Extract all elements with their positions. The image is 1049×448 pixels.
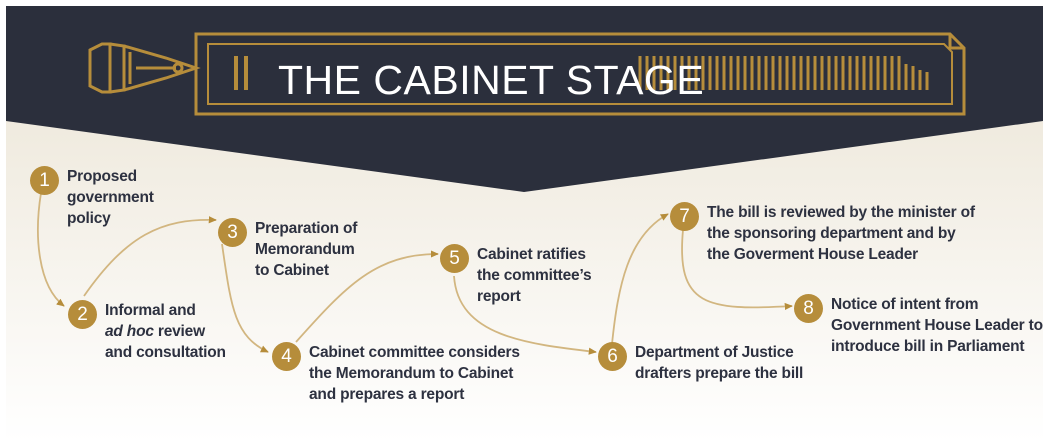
step-number-badge: 6 (598, 342, 627, 371)
step-5: 5 Cabinet ratifies the committee’s repor… (440, 244, 592, 307)
step-number-badge: 3 (218, 218, 247, 247)
step-number-badge: 4 (272, 342, 301, 371)
arrow-3-to-4 (221, 243, 269, 353)
step-number-badge: 5 (440, 244, 469, 273)
step-6: 6 Department of Justice drafters prepare… (598, 342, 803, 384)
step-label: The bill is reviewed by the minister of … (707, 204, 975, 263)
step-label: Cabinet committee considers the Memorand… (309, 344, 520, 403)
step-label: Proposed government policy (67, 168, 154, 227)
step-label: Department of Justice drafters prepare t… (635, 344, 804, 382)
arrow-1-to-2 (37, 192, 65, 307)
step-label: Preparation of Memorandum to Cabinet (255, 220, 358, 279)
scroll-banner (194, 32, 966, 116)
step-label: Notice of intent from Government House L… (831, 296, 1043, 355)
step-label: Informal and ad hoc review and consultat… (105, 302, 226, 361)
step-label: Cabinet ratifies the committee’s report (477, 246, 592, 305)
step-8: 8 Notice of intent from Government House… (794, 294, 1043, 357)
page-title: THE CABINET STAGE (278, 57, 705, 103)
fountain-pen-nib-icon (88, 42, 201, 94)
step-number-badge: 2 (68, 300, 97, 329)
step-3: 3 Preparation of Memorandum to Cabinet (218, 218, 357, 281)
flow-arrows (37, 192, 793, 355)
arrow-2-to-3 (83, 216, 217, 297)
arrow-5-to-6 (453, 275, 597, 355)
infographic-background (6, 6, 1043, 442)
step-number-badge: 1 (30, 166, 59, 195)
arrow-4-to-5 (295, 250, 439, 343)
step-2: 2 Informal and ad hoc review and consult… (68, 300, 226, 363)
step-number-badge: 7 (670, 202, 699, 231)
step-number-badge: 8 (794, 294, 823, 323)
step-1: 1 Proposed government policy (30, 166, 154, 229)
arrow-6-to-7 (611, 213, 669, 345)
step-7: 7 The bill is reviewed by the minister o… (670, 202, 975, 265)
header-banner (6, 6, 1043, 192)
cabinet-stage-infographic: THE CABINET STAGE 1 Proposed government … (6, 6, 1043, 442)
arrow-7-to-8 (681, 229, 793, 311)
step-4: 4 Cabinet committee considers the Memora… (272, 342, 520, 405)
